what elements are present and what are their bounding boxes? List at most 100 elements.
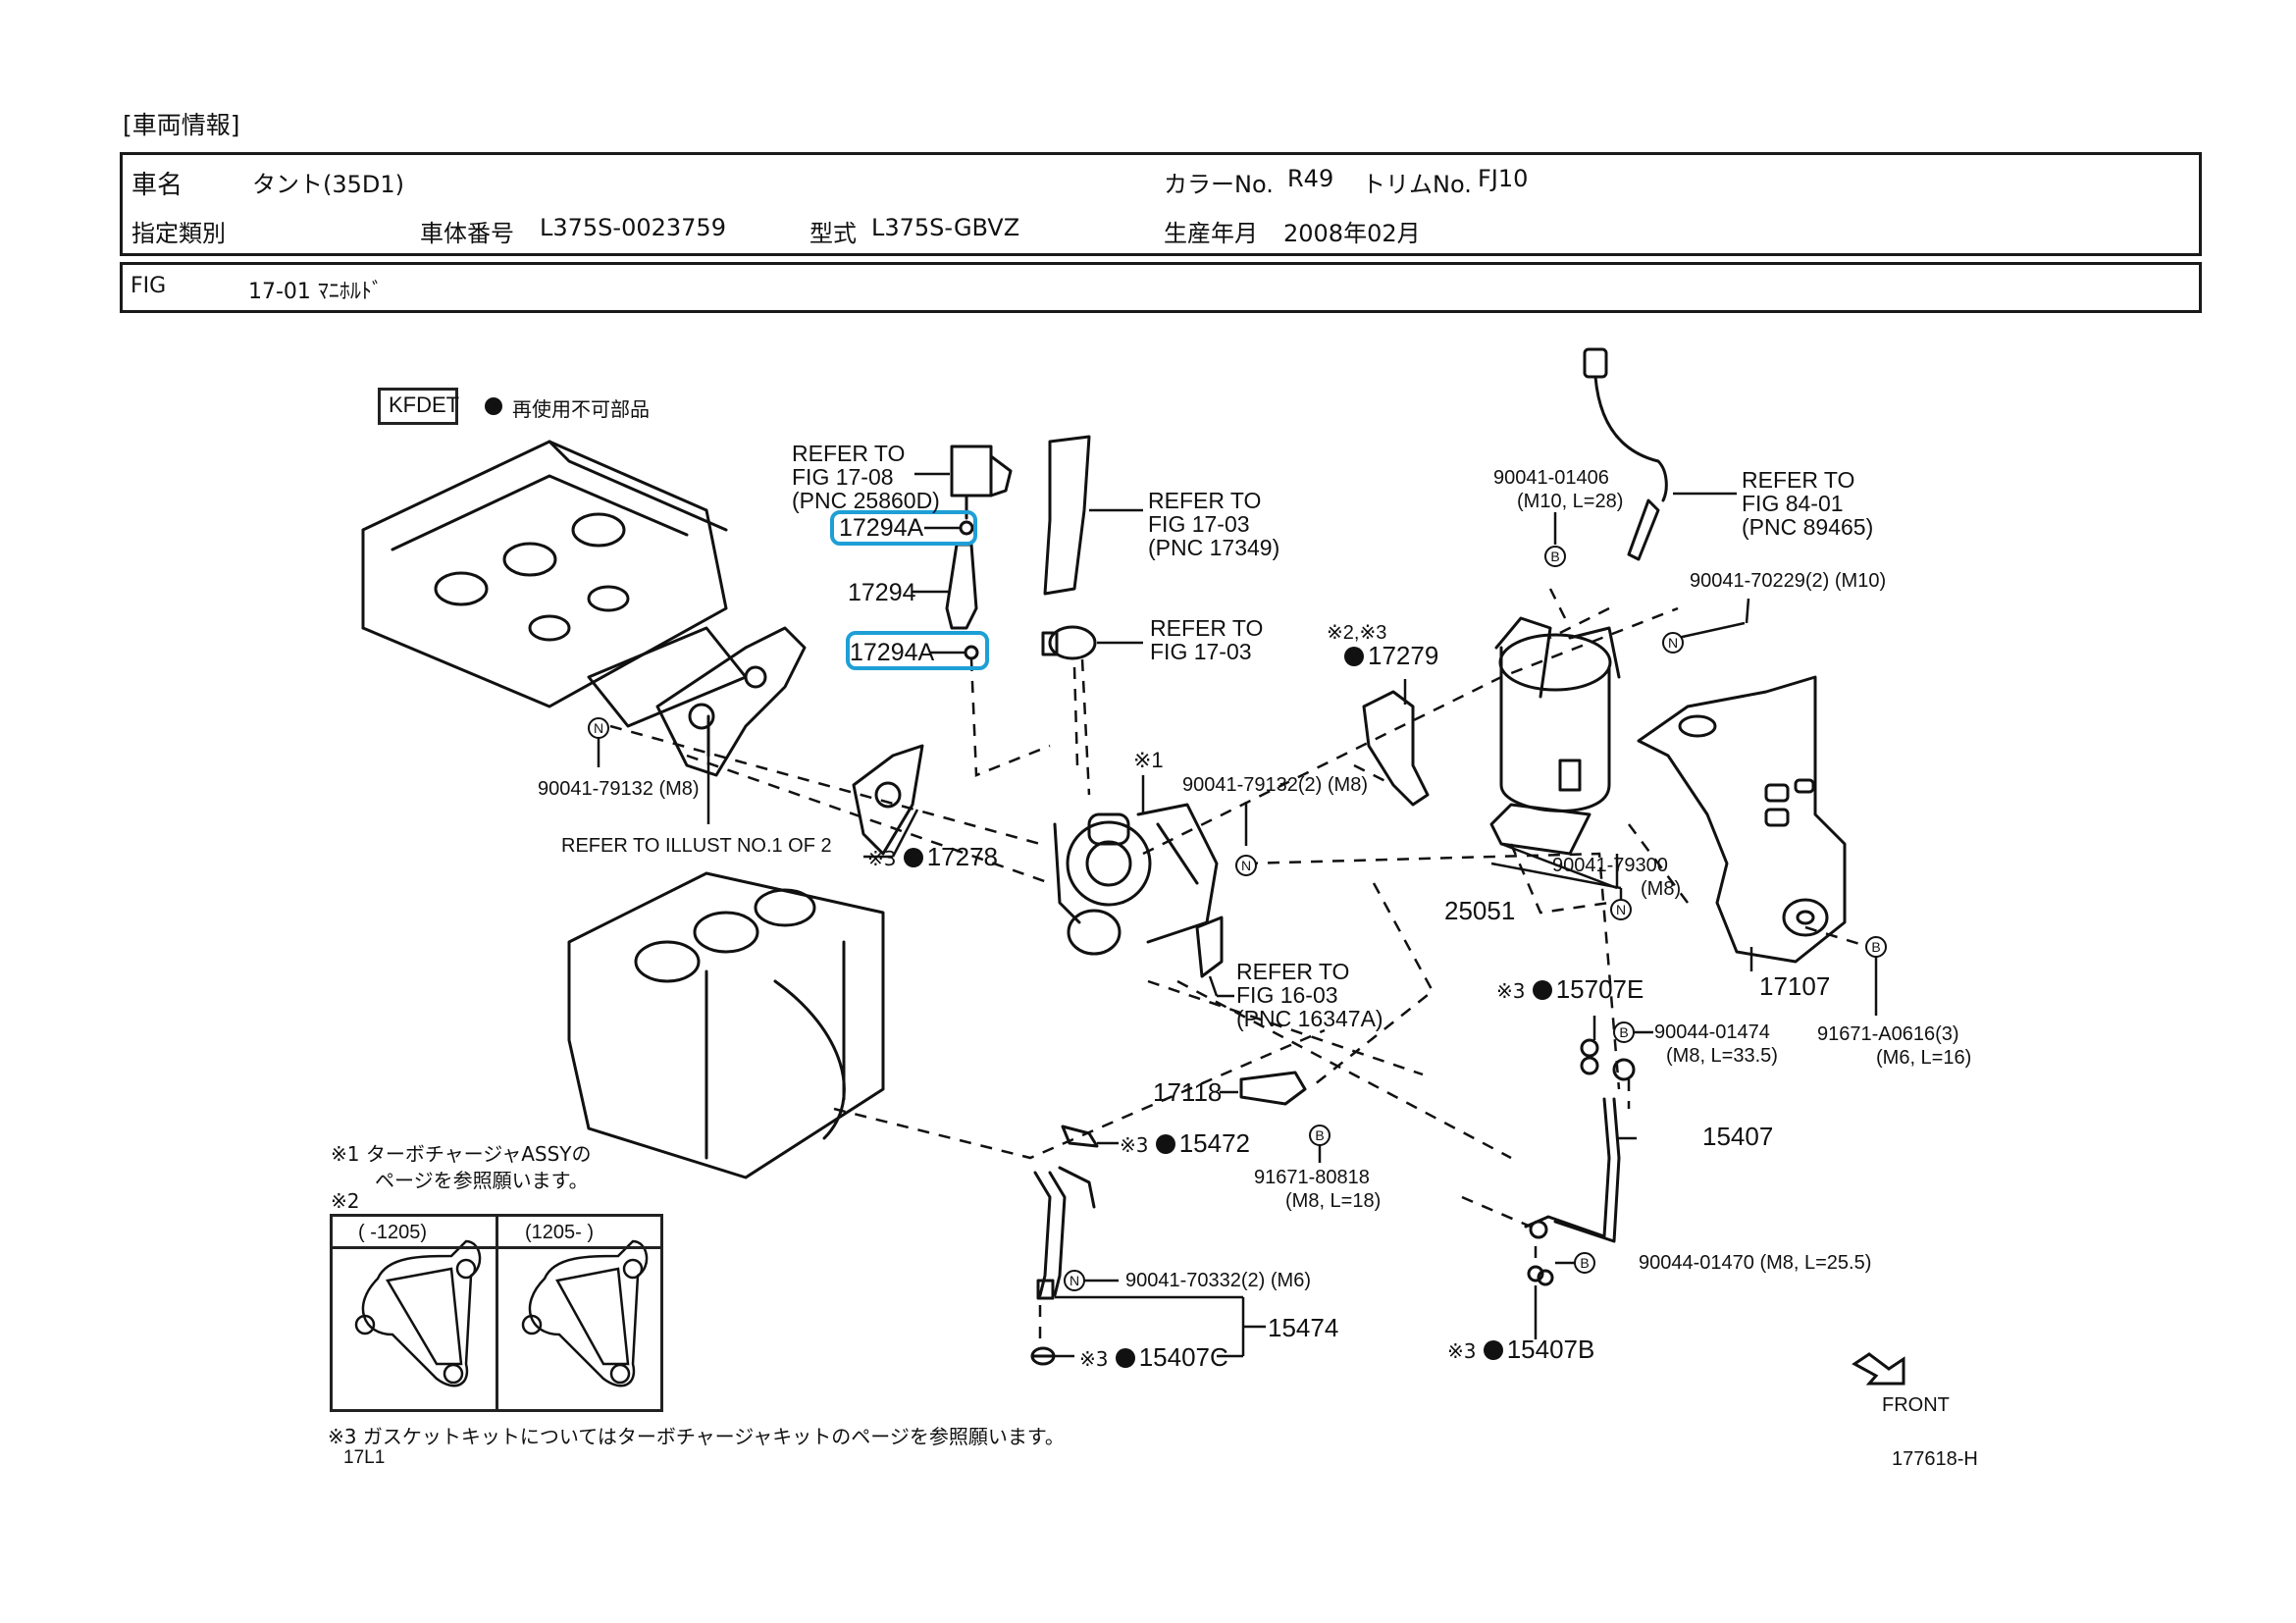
part-15407B: ※3 15407B (1447, 1335, 1595, 1364)
chassis-label: 車体番号 (420, 220, 514, 247)
part-17278: ※3 17278 (867, 842, 999, 871)
part-17294: 17294 (848, 579, 916, 606)
model-label: 型式 (809, 220, 857, 247)
cylinder-head-illustration (361, 440, 748, 728)
bolt-90044-01470: 90044-01470 (M8, L=25.5) (1639, 1252, 1872, 1274)
part-15707E: ※3 15707E (1496, 974, 1644, 1004)
bolt-90041-79300: 90041-79300(M8) (1552, 855, 1682, 900)
turbocharger-illustration (1053, 803, 1219, 956)
production-label: 生産年月 (1164, 220, 1258, 247)
bolt-90041-79132-left: 90041-79132 (M8) (538, 778, 700, 800)
marker-n-3 (1662, 632, 1684, 654)
gasket-17279 (1362, 690, 1430, 807)
refer-illust-note: REFER TO ILLUST NO.1 OF 2 (561, 835, 832, 857)
note2-col2: (1205- ) (525, 1222, 595, 1243)
fig-label: FIG (130, 274, 167, 298)
svg-text:B: B (1315, 1127, 1324, 1143)
marker-n-4 (1610, 899, 1632, 920)
part-15407: 15407 (1702, 1122, 1774, 1151)
hose-17294 (945, 543, 978, 630)
non-reusable-dot-icon (1344, 647, 1364, 666)
marker-b-2 (1865, 936, 1887, 958)
non-reusable-dot-icon (1483, 1340, 1503, 1360)
trim-label: トリムNo. (1362, 171, 1472, 198)
engine-code-box (378, 388, 458, 425)
non-reusable-dot-icon (1532, 980, 1552, 1000)
part-17107: 17107 (1759, 971, 1831, 1001)
part-15407C: ※3 15407C (1079, 1342, 1228, 1372)
trim-value: FJ10 (1478, 165, 1529, 192)
turbo-note-marker: ※1 (1133, 748, 1164, 772)
color-label: カラーNo. (1164, 171, 1274, 198)
svg-text:B: B (1550, 549, 1559, 564)
part-17294A-top: 17294A (839, 514, 924, 542)
chassis-value: L375S-0023759 (540, 214, 726, 241)
note2-table-header-line (330, 1246, 663, 1249)
bolt-90041-79132-2: 90041-79132(2) (M8) (1182, 774, 1368, 796)
o2-sensor-connector (1583, 347, 1608, 379)
part-17118 (1239, 1071, 1307, 1106)
code-17L1: 17L1 (343, 1447, 386, 1468)
svg-text:N: N (1070, 1273, 1079, 1288)
intake-hose (1043, 435, 1091, 596)
marker-b-5 (1574, 1252, 1595, 1274)
marker-n-1 (588, 717, 609, 739)
oil-feed-pipe (1524, 1097, 1611, 1238)
marker-b-1 (1544, 546, 1566, 567)
svg-text:B: B (1871, 939, 1880, 955)
marker-b-4 (1309, 1125, 1331, 1146)
vehicle-info-box (120, 152, 2202, 256)
vehicle-name-value: タント(35D1) (252, 171, 405, 198)
bolt-91671-A0616: 91671-A0616(3)(M6, L=16) (1817, 1023, 1972, 1069)
note1-line2: ページを参照願います。 (375, 1169, 589, 1192)
engine-block-illustration (567, 871, 885, 1179)
part-17294A-bottom: 17294A (850, 639, 935, 666)
oil-return-pipe (1033, 1166, 1096, 1300)
catalytic-converter-illustration (1489, 616, 1621, 856)
exhaust-manifold-illustration (655, 626, 807, 777)
svg-text:N: N (594, 720, 603, 736)
svg-text:N: N (1241, 858, 1251, 873)
svg-text:B: B (1619, 1024, 1628, 1040)
fig-value: 17-01 ﾏﾆﾎﾙﾄﾞ (248, 280, 383, 304)
section-title: [車両情報] (123, 111, 240, 139)
hose-clamp (1048, 625, 1097, 660)
front-label: FRONT (1882, 1394, 1950, 1416)
part-25051: 25051 (1444, 896, 1516, 925)
note1-line1: ※1 ターボチャージャASSYの (331, 1142, 592, 1166)
marker-n-2 (1235, 855, 1257, 876)
non-reusable-dot-icon (1155, 1134, 1175, 1154)
part-15474: 15474 (1268, 1313, 1339, 1342)
highlight-17294A-top (830, 510, 977, 546)
heat-shield-17107 (1637, 675, 1847, 964)
bolt-91671-80818: 91671-80818(M8, L=18) (1254, 1167, 1382, 1212)
non-reusable-label: 再使用不可部品 (512, 397, 650, 421)
svg-text:B: B (1580, 1255, 1589, 1271)
vehicle-name-label: 車名 (131, 171, 183, 200)
svg-text:N: N (1668, 635, 1678, 651)
bolt-90041-01406: 90041-01406(M10, L=28) (1493, 467, 1624, 512)
marker-n-5 (1064, 1270, 1085, 1291)
front-arrow-icon (1852, 1352, 1905, 1386)
note2-table-divider (496, 1214, 498, 1412)
bolt-90044-01474: 90044-01474(M8, L=33.5) (1654, 1021, 1778, 1067)
model-value: L375S-GBVZ (871, 214, 1020, 241)
note2-col1: ( -1205) (358, 1222, 428, 1243)
non-reusable-dot-icon (903, 848, 923, 867)
color-value: R49 (1287, 165, 1334, 192)
non-reusable-dot-icon (1115, 1348, 1135, 1368)
non-reusable-dot-icon (485, 397, 502, 415)
highlight-17294A-bottom (846, 631, 989, 670)
part-17279: 17279 (1344, 641, 1438, 671)
engine-code: KFDET (389, 393, 460, 417)
figure-box (120, 262, 2202, 313)
part-17118: 17118 (1153, 1077, 1223, 1107)
part-17279-note: ※2,※3 (1327, 622, 1387, 644)
gasket-17278 (852, 744, 924, 856)
note2-label: ※2 (331, 1189, 360, 1213)
